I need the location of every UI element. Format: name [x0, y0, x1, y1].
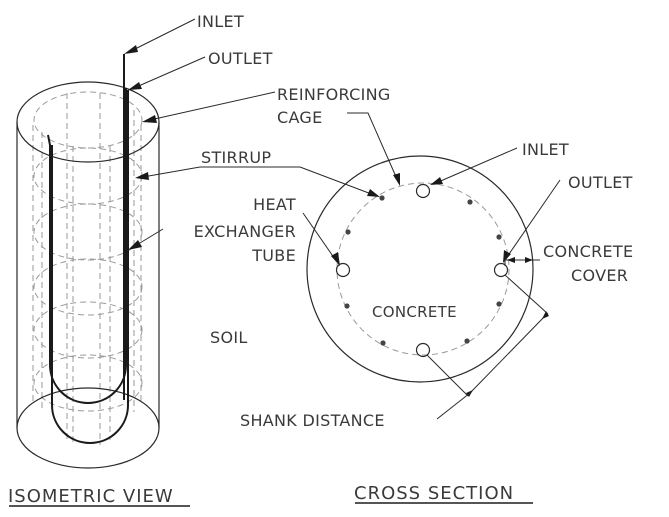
reinforcing-cage-label-line2: CAGE	[277, 108, 323, 127]
reinforcing-cage-circle	[336, 182, 510, 356]
cs-outlet-label: OUTLET	[568, 173, 633, 192]
isometric-leaders	[124, 18, 300, 250]
iso-outlet-label: OUTLET	[208, 49, 273, 68]
pile-outer-circle	[306, 155, 534, 383]
heat-exchanger-label-line1: HEAT	[253, 195, 296, 214]
concrete-cover-label-line2: COVER	[571, 266, 628, 285]
isometric-view: INLET OUTLET REINFORCING CAGE STIRRUP HE…	[8, 12, 391, 507]
soil-label: SOIL	[210, 328, 248, 347]
heat-exchanger-tubes	[335, 183, 509, 358]
u-tube-back	[47, 88, 127, 404]
cs-inlet-label: INLET	[522, 140, 569, 159]
u-tube-front	[51, 90, 129, 444]
shank-distance-label: SHANK DISTANCE	[240, 411, 385, 430]
heat-exchanger-label-line2: EXCHANGER	[194, 222, 296, 241]
concrete-cover-label-line1: CONCRETE	[543, 242, 633, 261]
reinforcing-bars	[344, 195, 502, 346]
heat-exchanger-label-line3: TUBE	[251, 246, 296, 265]
cross-section-view: INLET OUTLET CONCRETE COVER CONCRETE SHA…	[240, 112, 633, 504]
concrete-label: CONCRETE	[372, 303, 457, 321]
cross-section-leaders	[299, 112, 561, 420]
isometric-view-title: ISOMETRIC VIEW	[8, 486, 174, 507]
cross-section-title: CROSS SECTION	[354, 483, 514, 504]
cage-vertical-bars	[32, 93, 142, 445]
stirrup-label: STIRRUP	[201, 148, 271, 167]
iso-inlet-label: INLET	[197, 12, 244, 31]
stirrups	[33, 91, 143, 412]
pile-cylinder	[16, 81, 160, 469]
reinforcing-cage-label-line1: REINFORCING	[277, 85, 391, 104]
